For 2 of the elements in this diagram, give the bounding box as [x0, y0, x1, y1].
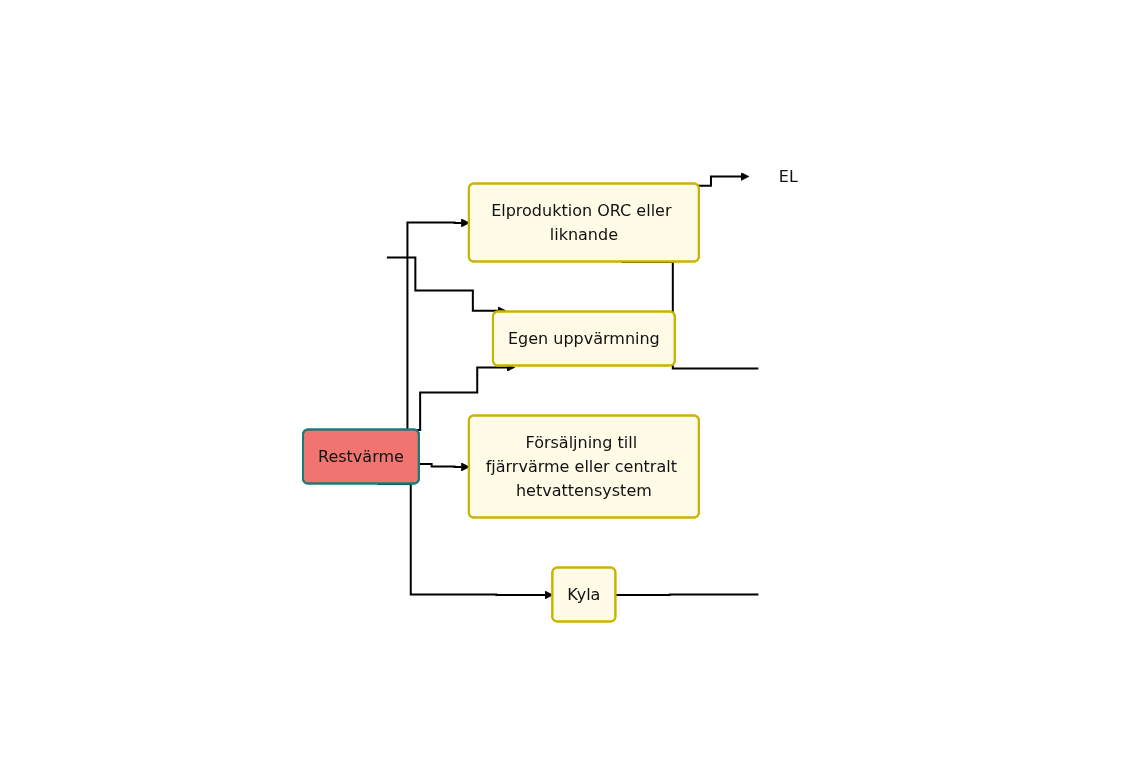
node-text: EL — [778, 166, 798, 186]
arrow — [697, 172, 750, 187]
